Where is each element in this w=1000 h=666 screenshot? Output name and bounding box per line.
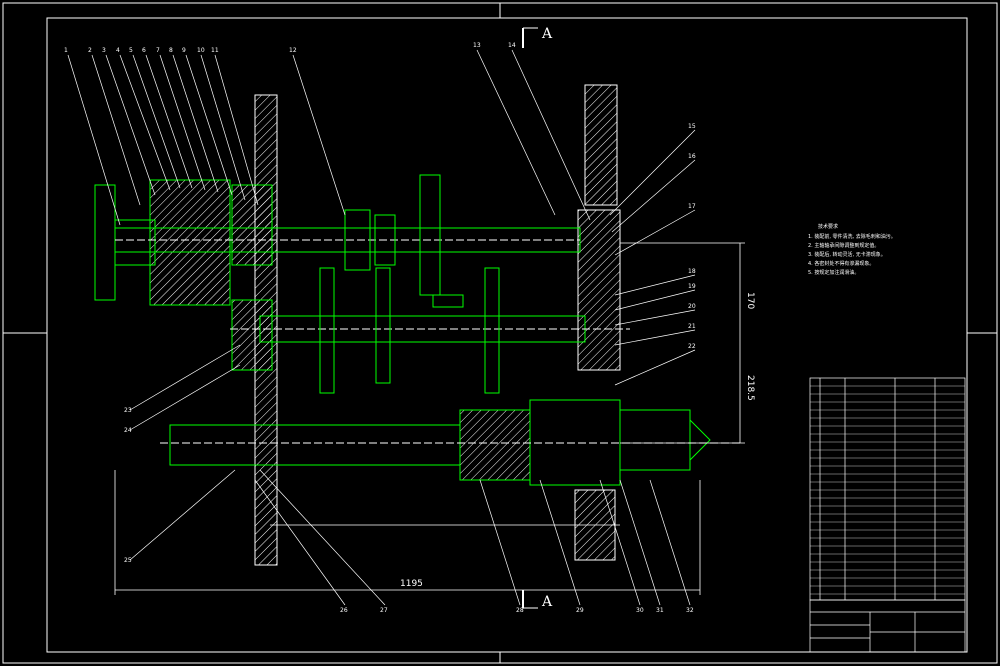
intermediate-shaft bbox=[230, 267, 630, 394]
callout-7: 7 bbox=[156, 47, 160, 54]
housing-left-wall bbox=[231, 94, 278, 566]
callout-27: 27 bbox=[380, 607, 388, 614]
callout-13: 13 bbox=[473, 42, 481, 49]
callout-11: 11 bbox=[211, 47, 219, 54]
callout-15: 15 bbox=[688, 123, 696, 130]
callout-29: 29 bbox=[576, 607, 584, 614]
parts-list-rows bbox=[810, 385, 965, 595]
technical-notes: 技术要求 1. 装配前, 零件清洗, 去除毛刺和油污。 2. 主轴轴承间隙调整到… bbox=[808, 223, 896, 276]
inner-border bbox=[46, 17, 968, 653]
callout-9: 9 bbox=[182, 47, 186, 54]
callout-1: 1 bbox=[64, 47, 68, 54]
note-line-5: 5. 按规定加注润滑油。 bbox=[808, 269, 859, 276]
callout-8: 8 bbox=[169, 47, 173, 54]
callout-18: 18 bbox=[688, 268, 696, 275]
callout-5: 5 bbox=[129, 47, 133, 54]
callout-28: 28 bbox=[516, 607, 524, 614]
note-line-1: 1. 装配前, 零件清洗, 去除毛刺和油污。 bbox=[808, 233, 896, 240]
callout-19: 19 bbox=[688, 283, 696, 290]
note-line-2: 2. 主轴轴承间隙调整到规定值。 bbox=[808, 242, 879, 249]
dim-218: 218.5 bbox=[745, 375, 755, 401]
callout-labels: 1 2 3 4 5 6 7 8 9 10 11 12 13 14 15 16 1… bbox=[64, 42, 696, 614]
callout-12: 12 bbox=[289, 47, 297, 54]
dim-170: 170 bbox=[745, 292, 755, 309]
callout-22: 22 bbox=[688, 343, 696, 350]
housing-right-wall bbox=[574, 84, 621, 561]
input-gears bbox=[344, 174, 441, 296]
callout-3: 3 bbox=[102, 47, 106, 54]
notes-title: 技术要求 bbox=[818, 223, 838, 230]
spindle bbox=[160, 399, 740, 486]
parts-list bbox=[809, 377, 966, 601]
callout-6: 6 bbox=[142, 47, 146, 54]
note-line-3: 3. 装配后, 转动灵活, 无卡滞现象。 bbox=[808, 251, 886, 258]
callout-25: 25 bbox=[124, 557, 132, 564]
callout-4: 4 bbox=[116, 47, 120, 54]
section-marker-top: A bbox=[541, 26, 553, 42]
leader-lines bbox=[67, 49, 696, 606]
section-marker-bottom: A bbox=[541, 594, 553, 610]
callout-14: 14 bbox=[508, 42, 516, 49]
input-shaft bbox=[114, 227, 581, 253]
callout-21: 21 bbox=[688, 323, 696, 330]
dimension-lines bbox=[114, 242, 745, 595]
callout-17: 17 bbox=[688, 203, 696, 210]
callout-26: 26 bbox=[340, 607, 348, 614]
callout-20: 20 bbox=[688, 303, 696, 310]
callout-10: 10 bbox=[197, 47, 205, 54]
dim-total: 1195 bbox=[400, 579, 423, 589]
callout-23: 23 bbox=[124, 407, 132, 414]
title-block bbox=[809, 599, 966, 653]
callout-24: 24 bbox=[124, 427, 132, 434]
callout-2: 2 bbox=[88, 47, 92, 54]
callout-30: 30 bbox=[636, 607, 644, 614]
note-line-4: 4. 各密封处不得有渗漏现象。 bbox=[808, 260, 874, 267]
callout-32: 32 bbox=[686, 607, 694, 614]
callout-31: 31 bbox=[656, 607, 664, 614]
callout-16: 16 bbox=[688, 153, 696, 160]
